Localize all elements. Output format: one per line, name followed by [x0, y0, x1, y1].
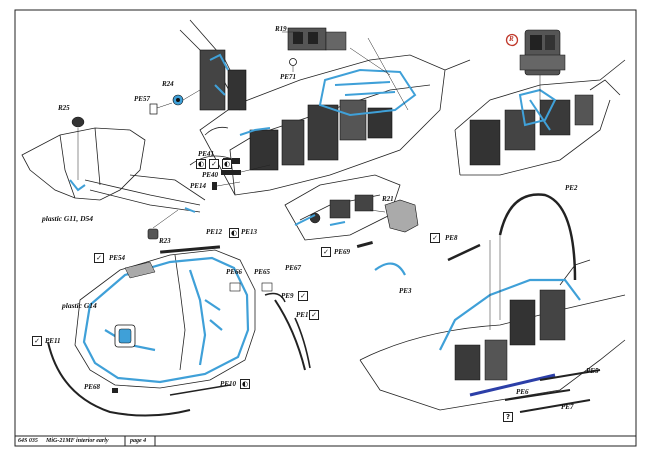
label-r23: R23 — [159, 237, 171, 245]
label-pe71: PE71 — [280, 73, 296, 81]
part-pe8 — [447, 243, 481, 262]
part-pe1 — [294, 317, 311, 369]
leader-pe40 — [240, 164, 271, 173]
footer-page: page 4 — [130, 438, 147, 444]
part-r25 — [71, 116, 85, 128]
label-pe3: PE3 — [399, 287, 412, 295]
part-pe71 — [289, 58, 297, 66]
side-console-blue-parts — [69, 179, 196, 213]
page-frame — [14, 9, 637, 447]
leader-pe57 — [156, 102, 173, 109]
label-pe13: PE13 — [241, 228, 257, 236]
label-pe10: PE10 — [220, 380, 236, 388]
part-pe11 — [47, 341, 191, 417]
canopy-rail-assembly — [359, 259, 626, 411]
leader-r19-down-2 — [367, 37, 409, 111]
side-console-panel — [21, 127, 206, 213]
label-pe40: PE40 — [202, 171, 218, 179]
symbol-box-pe41-check: ✓ — [209, 159, 219, 169]
label-plastic-g14: plastic G14 — [62, 301, 97, 310]
label-r19: R19 — [275, 25, 287, 33]
label-r25: R25 — [58, 104, 70, 112]
label-pe9: PE9 — [281, 292, 294, 300]
instrument-panel-blue — [294, 214, 346, 226]
part-pe9 — [274, 299, 306, 371]
canopy-rail-blue — [374, 262, 581, 351]
seat-marker-circle — [505, 33, 519, 47]
rear-cockpit-blue — [518, 88, 557, 131]
leader-pe14 — [216, 181, 241, 187]
footer-code: 64S 035 — [18, 438, 38, 444]
symbol-box-pe11-check: ✓ — [32, 336, 42, 346]
symbol-box-pe40-bend: ◐ — [222, 159, 232, 169]
symbol-box-pe12-bend: ◐ — [229, 228, 239, 238]
part-r23 — [147, 228, 159, 240]
rear-cockpit-detail — [469, 94, 594, 166]
leader-r24 — [182, 89, 201, 101]
label-pe12: PE12 — [206, 228, 222, 236]
part-pe67 — [264, 292, 286, 303]
label-pe65: PE65 — [254, 268, 270, 276]
part-pe2 — [498, 193, 577, 281]
part-pe69 — [356, 240, 373, 249]
label-pe69: PE69 — [334, 248, 350, 256]
label-r21: R21 — [382, 195, 394, 203]
label-pe11: PE11 — [45, 337, 61, 345]
label-pe5: PE5 — [586, 367, 599, 375]
part-r19 — [287, 27, 347, 51]
part-pe7 — [519, 399, 591, 413]
canopy-rail-detail — [454, 289, 566, 381]
part-r21 — [384, 199, 419, 233]
label-pe14: PE14 — [190, 182, 206, 190]
part-pe66 — [229, 282, 241, 292]
symbol-box-pe8-check: ✓ — [430, 233, 440, 243]
label-pe67: PE67 — [285, 264, 301, 272]
part-pe14 — [212, 182, 217, 190]
symbol-box-pe7-question: ? — [503, 412, 513, 422]
label-pe8: PE8 — [445, 234, 458, 242]
part-pe10 — [169, 384, 231, 396]
symbol-box-pe69-check: ✓ — [321, 247, 331, 257]
leader-r19-down — [349, 47, 391, 76]
label-r-top-right: R — [509, 35, 514, 43]
part-pe57 — [149, 103, 158, 115]
symbol-box-pe54-check: ✓ — [94, 253, 104, 263]
part-rail-blue-dark — [469, 373, 556, 397]
part-r24 — [172, 94, 184, 106]
part-pe6 — [504, 389, 571, 401]
canopy-frame-left-blue — [82, 256, 250, 384]
label-pe41: PE41 — [198, 150, 214, 158]
leader-r23 — [152, 209, 179, 229]
label-pe66: PE66 — [226, 268, 242, 276]
part-pe5 — [539, 369, 601, 381]
symbol-box-pe1-check: ✓ — [309, 310, 319, 320]
label-pe54: PE54 — [109, 254, 125, 262]
label-pe2: PE2 — [565, 184, 578, 192]
label-pe6: PE6 — [516, 388, 529, 396]
leader-r21 — [369, 209, 386, 213]
part-pe54 — [124, 261, 156, 279]
symbol-box-pe10-bend: ◐ — [240, 379, 250, 389]
label-pe1: PE1 — [296, 311, 309, 319]
part-pe12-strip — [160, 245, 221, 254]
instrument-panel-detail — [309, 194, 374, 224]
symbol-box-pe9-check: ✓ — [298, 291, 308, 301]
label-pe68: PE68 — [84, 383, 100, 391]
part-seat-top-right — [519, 29, 566, 76]
canopy-frame-left — [74, 249, 256, 389]
cockpit-tub-blue-parts — [209, 53, 417, 136]
label-pe57: PE57 — [134, 95, 150, 103]
cockpit-tub-detail — [199, 49, 393, 171]
part-pe68 — [112, 388, 118, 393]
footer-title: MiG-21MF interior early — [46, 438, 109, 444]
label-r24: R24 — [162, 80, 174, 88]
label-pe7: PE7 — [561, 403, 574, 411]
part-pe65 — [261, 282, 273, 292]
part-pe-mirror — [114, 324, 136, 348]
label-plastic-g11-d54: plastic G11, D54 — [42, 214, 94, 223]
symbol-box-pe41-bend: ◐ — [196, 159, 206, 169]
